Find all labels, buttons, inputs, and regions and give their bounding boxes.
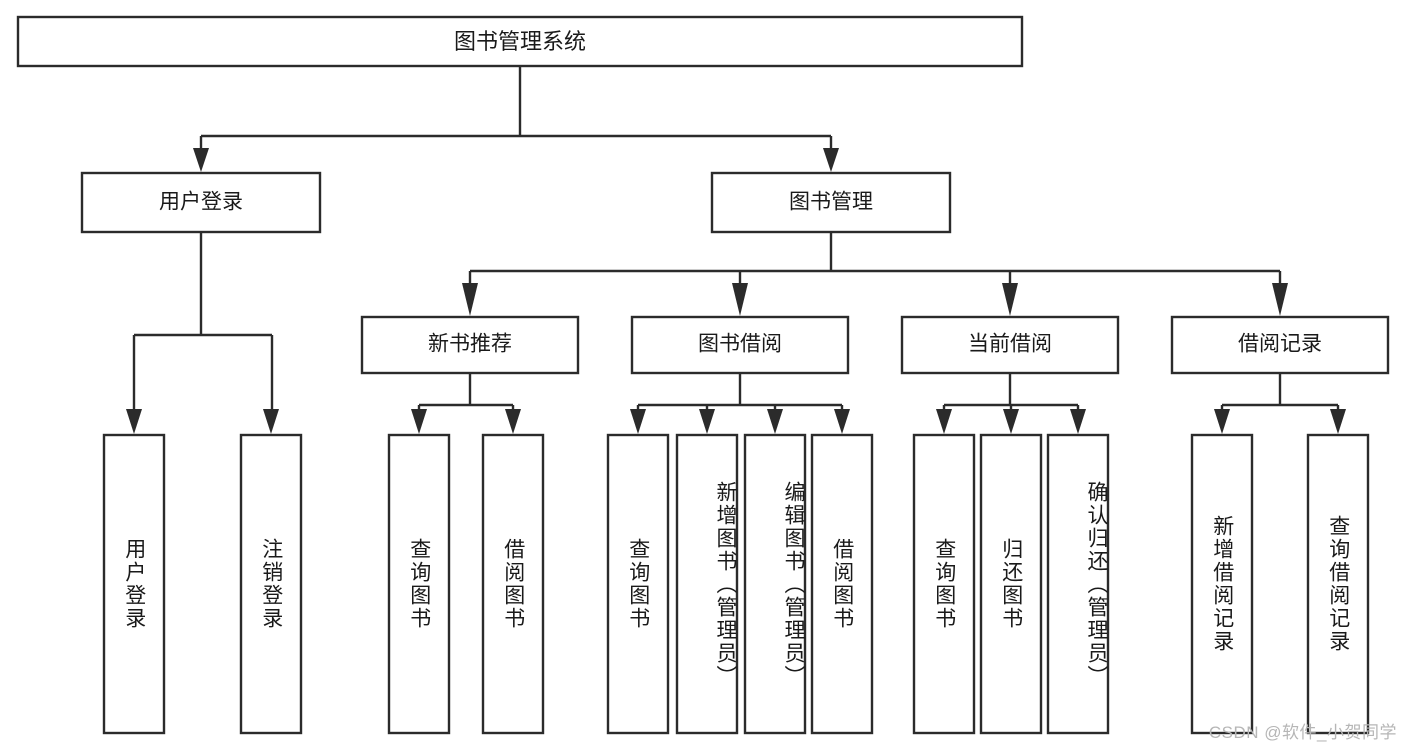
node-new-book-rec[interactable]: 新书推荐 [360,315,580,375]
leaf-query-record-box[interactable] [1306,433,1370,735]
arrowhead-icon [823,148,839,172]
leaf-return-book-box[interactable] [979,433,1043,735]
node-user-login-label: 用户登录 [159,191,243,214]
node-book-manage[interactable]: 图书管理 [710,171,952,234]
arrowhead-icon [834,409,850,434]
connector-root-to-level2 [193,66,839,172]
csdn-watermark: CSDN @软件_小贺同学 [1208,723,1397,742]
node-new-book-rec-label: 新书推荐 [428,333,512,356]
node-borrow-record-box[interactable] [1170,315,1390,375]
arrowhead-icon [411,409,427,434]
connector-book-manage-to-level3 [462,232,1288,316]
node-book-borrow-label: 图书借阅 [698,333,782,356]
leaf-query-book-1-box[interactable] [387,433,451,735]
leaf-user-logout-box[interactable] [239,433,303,735]
arrowhead-icon [936,409,952,434]
leaf-borrow-book-1-box[interactable] [481,433,545,735]
arrowhead-icon [1070,409,1086,434]
arrowhead-icon [767,409,783,434]
arrowhead-icon [126,409,142,434]
arrowhead-icon [193,148,209,172]
leaf-add-record-box[interactable] [1190,433,1254,735]
leaf-add-book-box[interactable] [675,433,739,735]
node-borrow-record[interactable]: 借阅记录 [1170,315,1390,375]
arrowhead-icon [462,283,478,316]
connector-book-borrow-to-leaves [630,373,850,434]
connector-new-book-rec-to-leaves [411,373,521,434]
arrowhead-icon [1003,409,1019,434]
node-book-borrow[interactable]: 图书借阅 [630,315,850,375]
arrowhead-icon [505,409,521,434]
arrowhead-icon [630,409,646,434]
leaf-query-book-3-box[interactable] [912,433,976,735]
node-book-manage-box[interactable] [710,171,952,234]
leaf-edit-book-box[interactable] [743,433,807,735]
node-root-label: 图书管理系统 [454,29,586,54]
arrowhead-icon [1214,409,1230,434]
leaf-borrow-book-2-box[interactable] [810,433,874,735]
node-current-borrow-box[interactable] [900,315,1120,375]
leaf-query-book-2-box[interactable] [606,433,670,735]
leaf-boxes [102,433,1370,735]
node-book-borrow-box[interactable] [630,315,850,375]
arrowhead-icon [1002,283,1018,316]
connector-current-borrow-to-leaves [936,373,1086,434]
node-book-manage-label: 图书管理 [789,191,873,214]
node-root[interactable]: 图书管理系统 [16,15,1024,68]
connector-borrow-record-to-leaves [1214,373,1346,434]
arrowhead-icon [732,283,748,316]
node-new-book-rec-box[interactable] [360,315,580,375]
leaf-user-login-box[interactable] [102,433,166,735]
node-current-borrow[interactable]: 当前借阅 [900,315,1120,375]
arrowhead-icon [1330,409,1346,434]
node-user-login[interactable]: 用户登录 [80,171,322,234]
arrowhead-icon [263,409,279,434]
leaf-confirm-return-box[interactable] [1046,433,1110,735]
node-root-box[interactable] [16,15,1024,68]
node-borrow-record-label: 借阅记录 [1238,333,1322,356]
connector-user-login-to-leaves [126,232,279,434]
node-current-borrow-label: 当前借阅 [968,333,1052,356]
arrowhead-icon [699,409,715,434]
arrowhead-icon [1272,283,1288,316]
